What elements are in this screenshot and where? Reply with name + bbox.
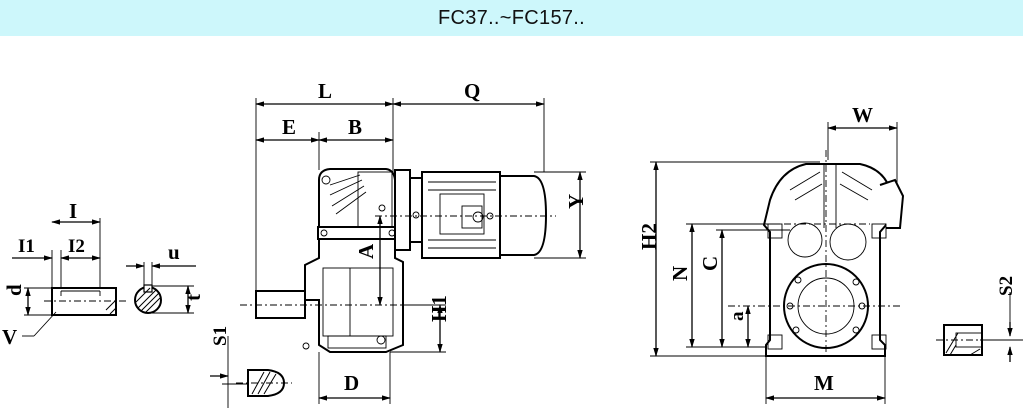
dim-label-C: C <box>698 256 722 271</box>
dim-label-a: a <box>727 311 748 321</box>
dim-label-E: E <box>282 115 296 139</box>
dim-label-W: W <box>852 103 873 127</box>
dim-label-M: M <box>814 371 834 395</box>
dim-label-N: N <box>668 266 692 281</box>
dim-label-H1: H1 <box>427 295 451 322</box>
dim-label-D: D <box>344 371 359 395</box>
dim-label-d: d <box>2 284 26 296</box>
shaft-detail <box>12 218 196 337</box>
title-bar: FC37..~FC157.. <box>0 0 1023 36</box>
dim-label-Y: Y <box>564 194 588 209</box>
dim-label-A: A <box>354 243 378 259</box>
dim-label-Q: Q <box>464 79 480 103</box>
dim-label-V: V <box>2 325 17 349</box>
dim-label-I1: I1 <box>18 236 35 257</box>
dim-label-I: I <box>69 199 77 223</box>
dim-label-B: B <box>348 115 362 139</box>
dim-label-S2: S2 <box>996 276 1017 296</box>
side-view <box>210 98 586 408</box>
dim-label-u: u <box>168 240 180 264</box>
dim-label-H2: H2 <box>637 223 661 250</box>
technical-drawing: I I1 I2 u d t V <box>2 79 1023 408</box>
dim-label-L: L <box>318 79 332 103</box>
dim-label-S1: S1 <box>210 326 231 346</box>
page-title: FC37..~FC157.. <box>437 6 586 29</box>
dim-label-t: t <box>181 294 205 301</box>
dim-label-I2: I2 <box>68 236 85 257</box>
front-view <box>650 122 1023 404</box>
